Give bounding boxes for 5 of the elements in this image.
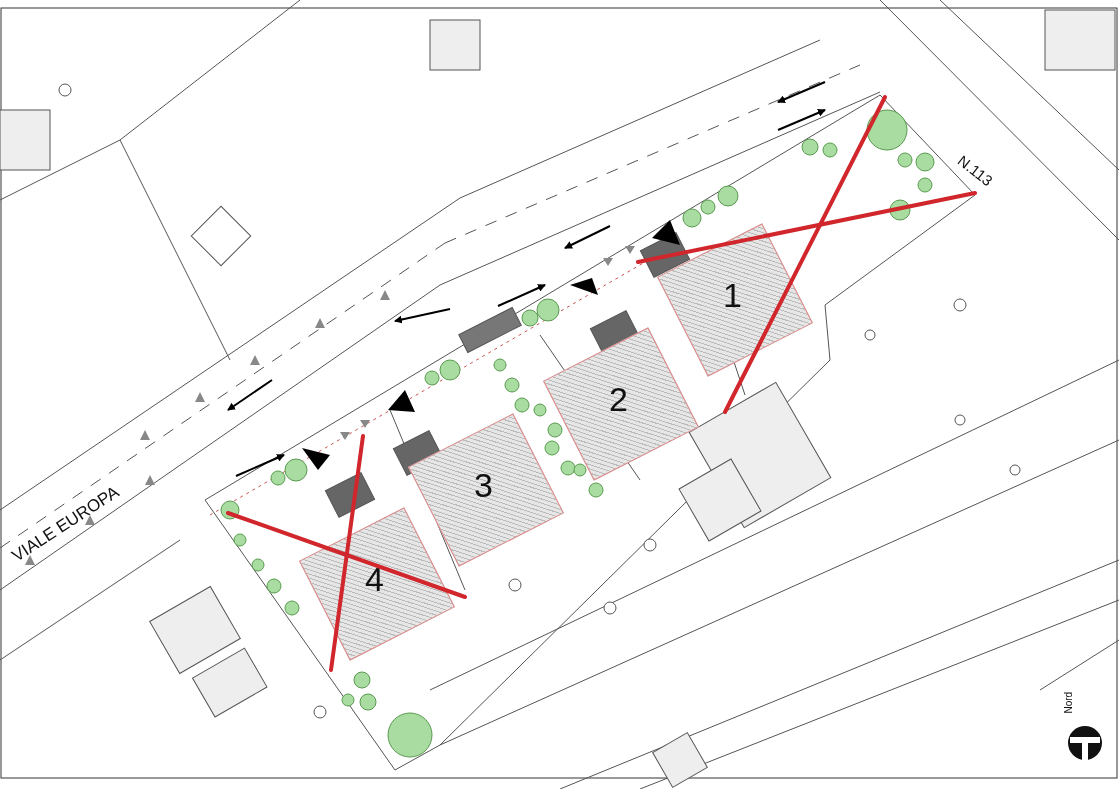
lot-number: 3 (473, 465, 494, 505)
north-label: Nord (1062, 691, 1074, 714)
lot-number: 4 (364, 559, 385, 599)
lot-number: 2 (608, 379, 629, 419)
lot-number: 1 (722, 275, 743, 315)
